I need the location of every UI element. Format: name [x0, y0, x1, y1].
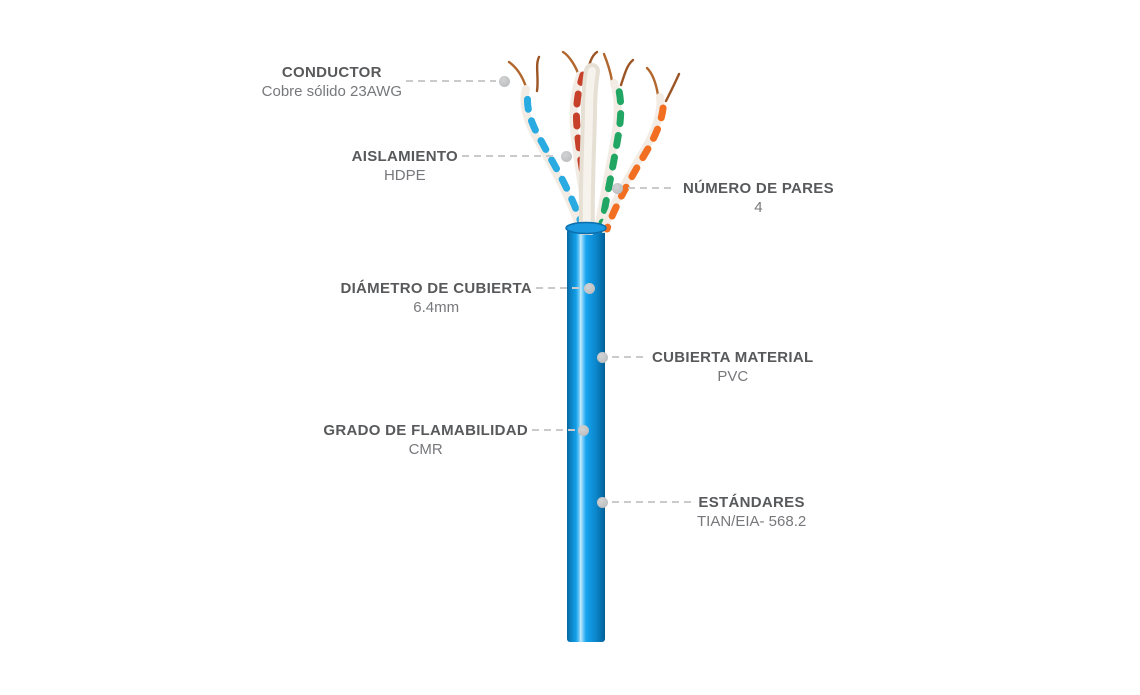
callout-value: 4: [754, 199, 763, 216]
leader-line-estandares: [612, 501, 692, 503]
callout-value: 6.4mm: [413, 299, 460, 316]
callout-conductor: CONDUCTOR Cobre sólido 23AWG: [262, 64, 402, 101]
leader-line-cubierta-material: [612, 356, 647, 358]
leader-dot-numero-de-pares: [612, 183, 623, 194]
twisted-pair-green: [594, 52, 635, 233]
callout-value: Cobre sólido 23AWG: [261, 83, 402, 100]
callout-diametro-de-cubierta: DIÁMETRO DE CUBIERTA 6.4mm: [340, 280, 532, 317]
callout-cubierta-material: CUBIERTA MATERIAL PVC: [652, 349, 813, 386]
twisted-pairs-illustration: [507, 50, 681, 235]
leader-dot-diametro: [584, 283, 595, 294]
callout-title: AISLAMIENTO: [351, 148, 458, 165]
leader-line-numero-de-pares: [628, 187, 676, 189]
callout-title: ESTÁNDARES: [698, 494, 805, 511]
callout-numero-de-pares: NÚMERO DE PARES 4: [683, 180, 834, 217]
twisted-pair-blue: [507, 55, 587, 233]
jacket-mouth: [565, 221, 607, 235]
callout-value: HDPE: [383, 167, 426, 184]
callout-title: GRADO DE FLAMABILIDAD: [323, 422, 528, 439]
callout-estandares: ESTÁNDARES TIAN/EIA- 568.2: [697, 494, 806, 531]
twisted-pair-orange: [600, 66, 681, 233]
leader-line-diametro: [536, 287, 581, 289]
callout-title: CUBIERTA MATERIAL: [652, 349, 814, 366]
cable-spline: [578, 63, 600, 235]
leader-line-conductor: [406, 80, 496, 82]
leader-dot-grado: [578, 425, 589, 436]
leader-line-aislamiento: [462, 155, 557, 157]
callout-aislamiento: AISLAMIENTO HDPE: [352, 148, 458, 185]
callout-title: DIÁMETRO DE CUBIERTA: [340, 280, 532, 297]
leader-dot-aislamiento: [561, 151, 572, 162]
callout-value: PVC: [717, 368, 749, 385]
leader-dot-conductor: [499, 76, 510, 87]
leader-dot-estandares: [597, 497, 608, 508]
callout-value: TIAN/EIA- 568.2: [697, 513, 807, 530]
callout-value: CMR: [408, 441, 443, 458]
callout-grado-de-flamabilidad: GRADO DE FLAMABILIDAD CMR: [323, 422, 528, 459]
leader-dot-cubierta-material: [597, 352, 608, 363]
callout-title: NÚMERO DE PARES: [683, 180, 834, 197]
leader-line-grado: [532, 429, 576, 431]
callout-title: CONDUCTOR: [281, 64, 382, 81]
